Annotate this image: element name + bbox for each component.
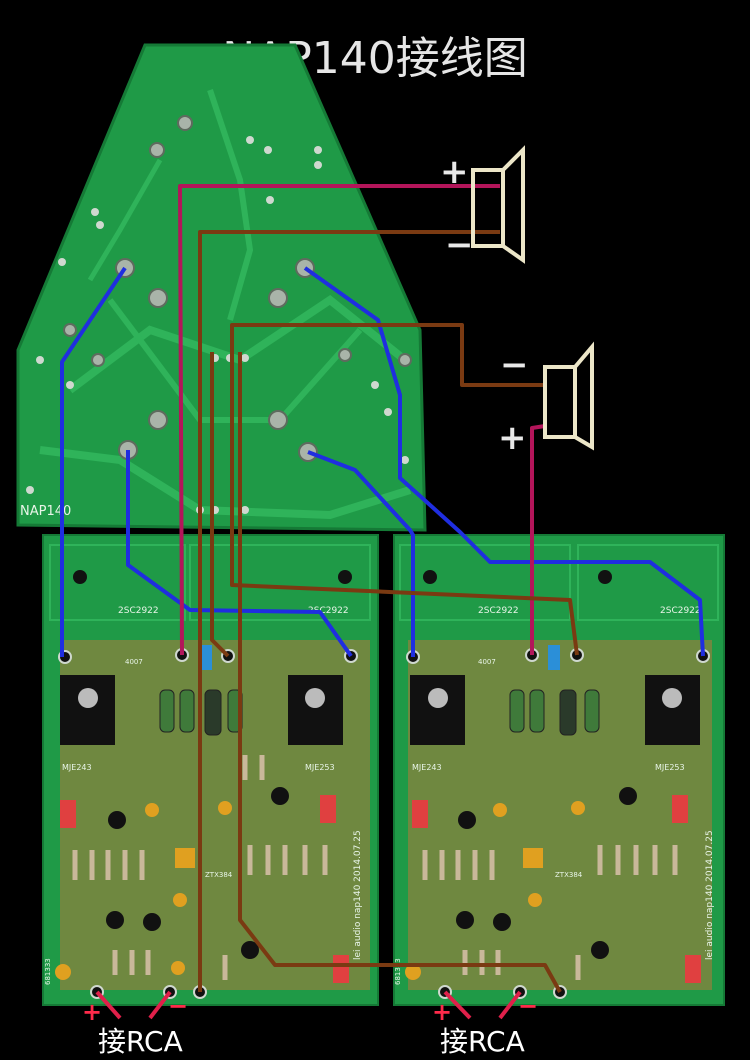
wire-blue-1 [60,266,127,657]
label-2sc2922-a: 2SC2922 [118,606,159,616]
speaker-top-icon [471,145,525,264]
speaker-top-minus: − [445,225,474,265]
board-serial-r: 681333 [394,958,402,985]
rca-right-minus: − [518,992,539,1020]
wire-brown-2 [230,323,579,656]
wires-blue [60,266,705,658]
amp-board-right: 2SC2922 2SC2922 MJE243 MJE253 4007 ZTX38… [393,534,725,1006]
rca-right-plus: + [432,998,453,1026]
board-side-text-r: lei audio nap140 2014.07.25 [705,830,715,960]
board-side-text: lei audio nap140 2014.07.25 [353,830,363,960]
label-4007: 4007 [125,658,143,666]
wire-brown-1 [198,230,500,992]
wire-brown-3 [210,352,230,658]
label-mje253-r: MJE253 [655,763,685,772]
heatsink-label: NAP140 [20,504,71,519]
label-mje243: MJE243 [62,763,92,772]
wire-blue-4 [307,450,415,657]
heatsink-pcb: NAP140 [16,43,427,532]
wire-magenta-1 [178,184,500,656]
wire-blue-2 [126,450,353,658]
speaker-top-plus: + [440,152,469,192]
label-mje253: MJE253 [305,763,335,772]
label-ztx384: ZTX384 [205,871,233,879]
wire-blue-3 [303,266,705,657]
wires-magenta [178,184,546,656]
label-ztx384-r: ZTX384 [555,871,583,879]
rca-right-label: 接RCA [440,1025,525,1058]
label-mje243-r: MJE243 [412,763,442,772]
wires-brown [198,230,579,993]
board-serial: 681333 [44,958,52,985]
rca-left-plus: + [82,998,103,1026]
rca-left-label: 接RCA [98,1025,183,1058]
wire-magenta-2 [530,424,546,655]
label-2sc2922-c: 2SC2922 [478,606,519,616]
wire-brown-4 [238,352,562,993]
label-4007-r: 4007 [478,658,496,666]
speaker-right-minus: − [500,345,529,385]
label-2sc2922-b: 2SC2922 [308,606,349,616]
speaker-right-icon [543,341,594,451]
label-2sc2922-d: 2SC2922 [660,606,701,616]
rca-left-minus: − [168,992,189,1020]
speaker-right-plus: + [498,418,527,458]
